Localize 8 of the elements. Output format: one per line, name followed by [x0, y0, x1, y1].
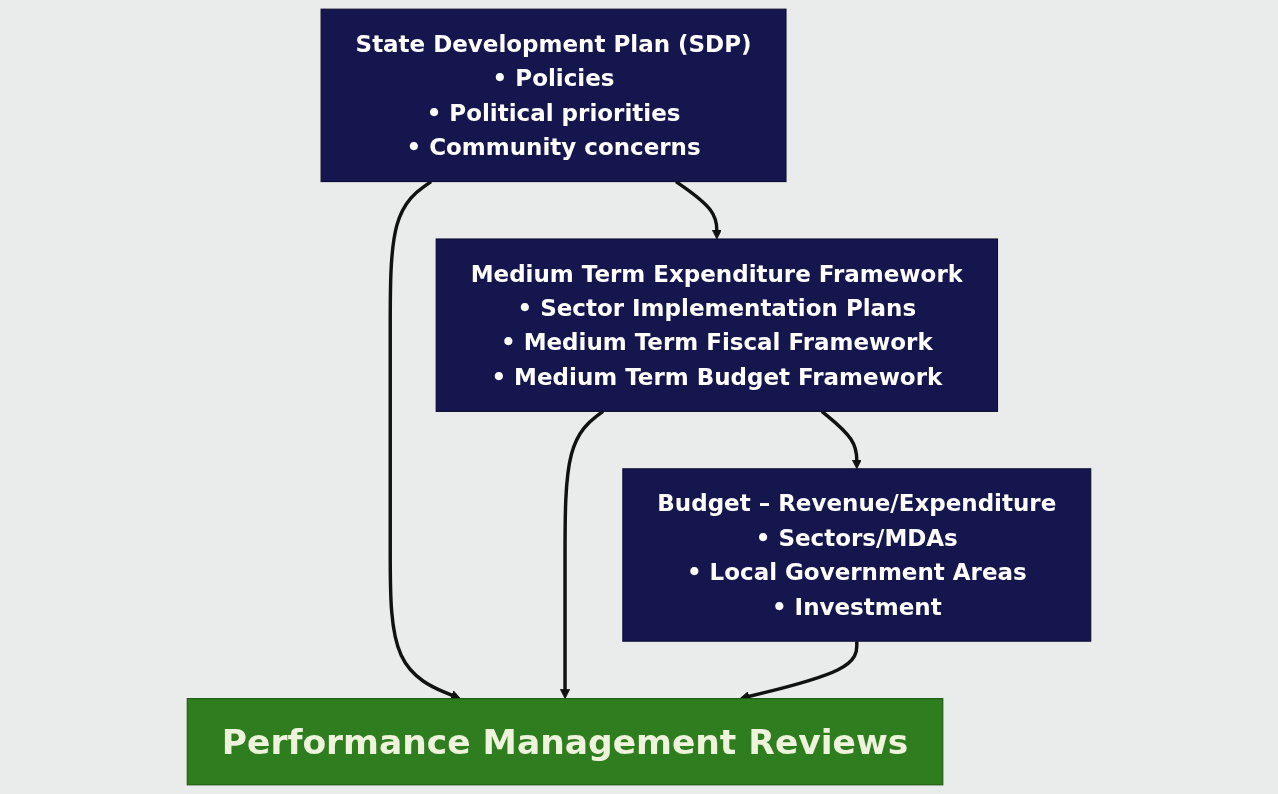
node-box: Medium Term Expenditure Framework • Sector Implementation Plans • Medium Term Fiscal Framework • Medium Term Budget Framework [435, 238, 999, 412]
arrow [820, 410, 862, 470]
arrow [560, 410, 605, 700]
arrow [388, 180, 461, 700]
node-box: Budget – Revenue/Expenditure • Sectors/MDAs • Local Government Areas • Investment [622, 468, 1092, 642]
node-box: Performance Management Reviews [186, 698, 944, 786]
node-box: State Development Plan (SDP) • Policies • Political priorities • Community concerns [320, 8, 787, 183]
arrow [675, 180, 722, 240]
